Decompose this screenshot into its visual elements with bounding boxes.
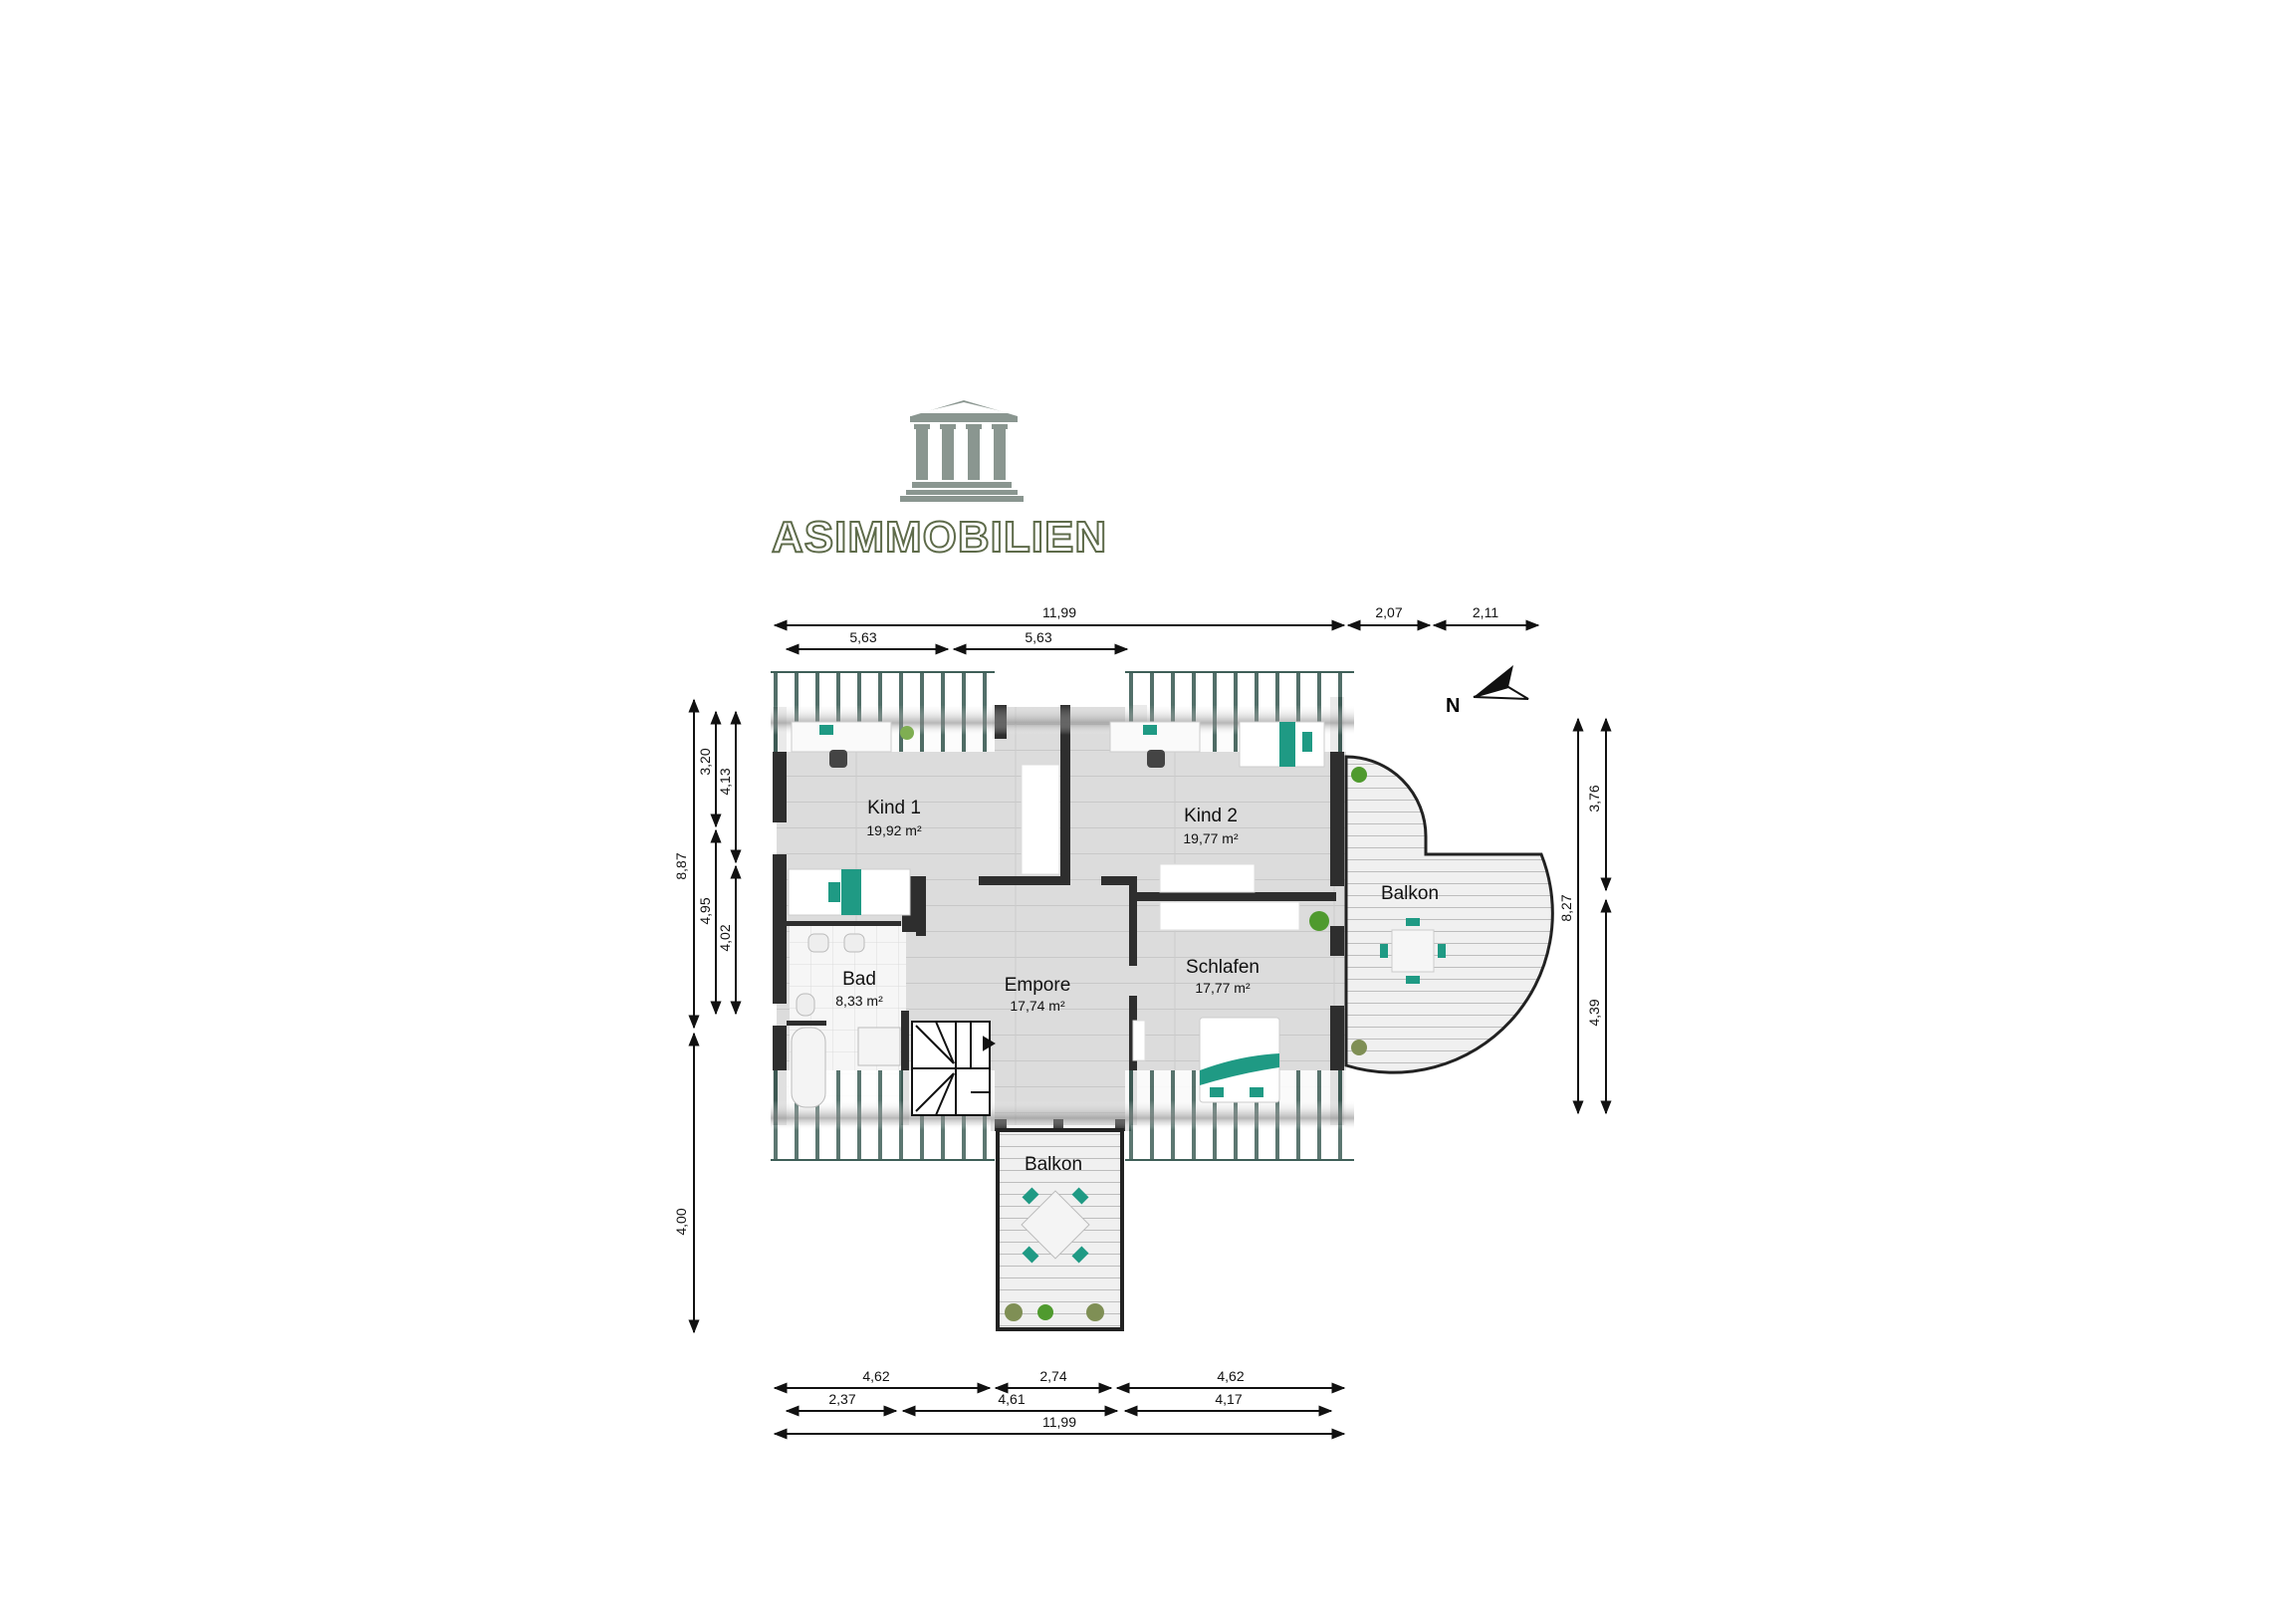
dim-bottom-row1-a: 4,62 [862,1368,890,1384]
room-area-bad: 8,33 m² [835,993,883,1009]
room-label-schlafen: Schlafen [1186,957,1260,978]
room-area-kind2: 19,77 m² [1183,830,1239,846]
dim-right-upper: 3,76 [1586,785,1602,812]
dimension-lines [688,619,1612,1440]
room-label-kind2: Kind 2 [1184,806,1238,826]
room-area-kind1: 19,92 m² [866,822,922,838]
dim-left-inner-lower: 4,02 [717,924,733,952]
dim-top-right-half: 5,63 [1025,629,1052,645]
dim-left-outer-lower: 4,95 [697,897,713,925]
room-label-bad: Bad [842,969,876,990]
balcony-south [996,1128,1124,1331]
dim-bottom-row1-b: 2,74 [1039,1368,1067,1384]
dim-bottom-row2-c: 4,17 [1215,1391,1243,1407]
dim-bottom-total: 11,99 [1042,1414,1076,1430]
room-label-balkon-east: Balkon [1380,883,1440,904]
brand-logo-text: ASIMMOBILIEN [771,512,1108,563]
furniture [788,721,1329,1116]
staircase [911,1021,996,1116]
dim-left-balcony: 4,00 [673,1208,689,1236]
dim-left-house: 8,87 [673,852,689,880]
dim-right-lower: 4,39 [1586,999,1602,1027]
dim-left-outer-upper: 3,20 [697,748,713,776]
room-label-empore: Empore [1004,975,1071,996]
dim-top-right-1: 2,07 [1375,604,1403,620]
room-area-schlafen: 17,77 m² [1195,980,1251,996]
north-label: N [1446,695,1461,717]
dim-bottom-row2-b: 4,61 [998,1391,1026,1407]
room-label-balkon-south: Balkon [1024,1154,1083,1175]
dim-left-inner-upper: 4,13 [717,768,733,796]
room-label-kind1: Kind 1 [867,798,921,818]
roof-slats [771,671,1354,1161]
dim-bottom-row2-a: 2,37 [828,1391,856,1407]
dim-top-right-2: 2,11 [1472,604,1499,620]
dim-top-total: 11,99 [1042,604,1076,620]
greek-temple-icon [900,400,1024,502]
dim-bottom-row1-c: 4,62 [1217,1368,1245,1384]
balcony-east [1344,755,1554,1074]
north-arrow-icon [1473,665,1529,700]
room-area-empore: 17,74 m² [1010,998,1065,1014]
dim-right-total: 8,27 [1558,894,1574,922]
dim-top-left-half: 5,63 [849,629,877,645]
